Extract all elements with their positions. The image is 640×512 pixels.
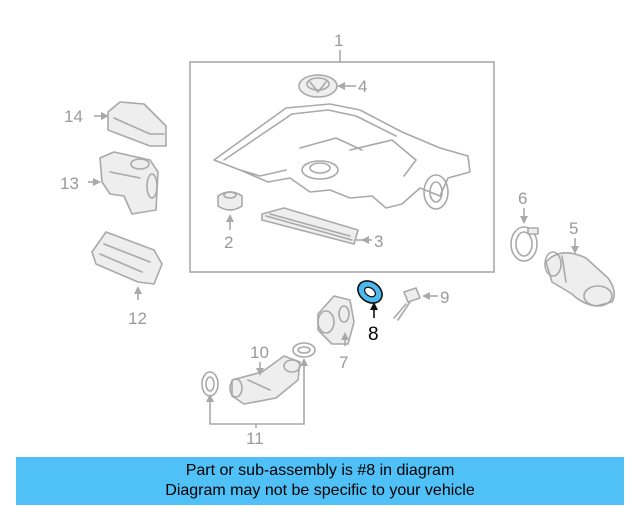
- grommet-part-2: [217, 191, 243, 211]
- callout-14: 14: [64, 107, 83, 126]
- callout-9: 9: [440, 288, 449, 307]
- callout-11: 11: [246, 429, 264, 448]
- intake-hose-part-10: [229, 355, 301, 405]
- gasket-part-8-highlighted: [357, 280, 383, 304]
- callout-7: 7: [339, 353, 348, 372]
- hose-part-5: [544, 251, 616, 307]
- callout-2: 2: [224, 233, 233, 252]
- callout-8: 8: [368, 324, 379, 345]
- clamp-right-part-11: [292, 342, 316, 358]
- callout-12: 12: [128, 309, 147, 328]
- info-banner: Part or sub-assembly is #8 in diagram Di…: [16, 457, 624, 505]
- lower-duct-part-12: [91, 231, 163, 285]
- callout-13: 13: [60, 174, 79, 193]
- banner-line-1: Part or sub-assembly is #8 in diagram: [185, 462, 455, 479]
- engine-cover-part: [213, 103, 471, 210]
- clamp-part-6: [510, 226, 539, 262]
- assembly-1-box: [189, 61, 495, 273]
- callout-5: 5: [569, 219, 578, 238]
- intake-duct-part-13: [99, 151, 159, 215]
- callout-4: 4: [358, 77, 367, 96]
- callout-10: 10: [250, 343, 269, 362]
- banner-line-2: Diagram may not be specific to your vehi…: [165, 482, 475, 499]
- resonator-part-14: [107, 101, 167, 147]
- bolt-part-9: [393, 287, 421, 321]
- callout-3: 3: [374, 232, 383, 251]
- callout-1: 1: [334, 31, 343, 50]
- air-filter-part-3: [261, 207, 359, 245]
- callout-6: 6: [518, 189, 527, 208]
- emblem-part-4: [298, 74, 338, 98]
- clamp-left-part-11: [201, 371, 219, 397]
- maf-sensor-part-7: [317, 295, 355, 345]
